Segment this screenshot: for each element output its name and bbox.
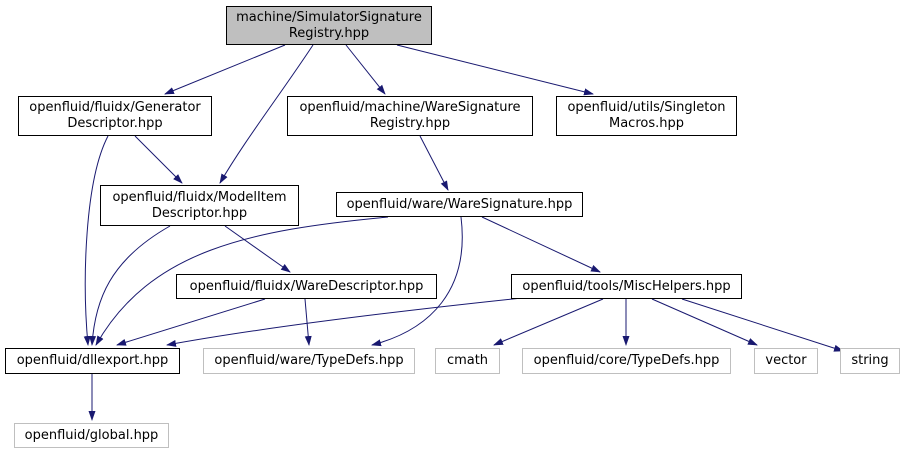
edge-misc-helpers-to-dllexport [166,297,523,347]
edge-ware-descriptor-to-ware-typedefs [304,298,312,346]
edge-misc-helpers-to-cmath [493,298,604,346]
node-generator-descriptor[interactable]: openfluid/fluidx/Generator Descriptor.hp… [18,96,212,136]
node-ware-typedefs: openfluid/ware/TypeDefs.hpp [203,348,415,374]
node-cmath: cmath [435,348,500,374]
node-dllexport[interactable]: openfluid/dllexport.hpp [5,348,180,374]
edge-misc-helpers-to-vector [651,298,758,346]
node-ware-signature-registry[interactable]: openfluid/machine/WareSignature Registry… [287,96,533,136]
node-model-item-descriptor[interactable]: openfluid/fluidx/ModelItem Descriptor.hp… [100,185,299,226]
edge-misc-helpers-to-string [681,298,844,352]
node-string: string [840,348,900,374]
edge-ware-signature-to-dllexport [95,216,389,346]
edge-root-to-ware-signature-registry [345,44,386,95]
edge-generator-to-model-item-descriptor [134,135,183,184]
edge-root-to-singleton-macros [396,44,594,96]
node-core-typedefs: openfluid/core/TypeDefs.hpp [522,348,731,374]
node-simulator-signature-registry[interactable]: machine/SimulatorSignature Registry.hpp [226,6,432,45]
edge-model-item-to-ware-descriptor [224,225,291,273]
node-misc-helpers[interactable]: openfluid/tools/MiscHelpers.hpp [511,274,742,299]
edge-root-to-model-item-descriptor [219,44,314,184]
node-singleton-macros[interactable]: openfluid/utils/Singleton Macros.hpp [556,96,737,136]
edge-ware-signature-to-misc-helpers [481,216,601,273]
edge-ware-signature-to-ware-typedefs [371,216,463,347]
node-global: openfluid/global.hpp [14,423,169,448]
node-vector: vector [754,348,818,374]
edge-ware-descriptor-to-dllexport [116,298,266,346]
edge-root-to-generator-descriptor [164,44,286,95]
edge-ware-signature-registry-to-ware-signature [419,135,449,191]
node-ware-descriptor[interactable]: openfluid/fluidx/WareDescriptor.hpp [176,274,437,299]
node-ware-signature[interactable]: openfluid/ware/WareSignature.hpp [336,192,583,217]
edge-generator-to-dllexport [83,135,109,346]
edge-model-item-to-dllexport [89,225,171,346]
